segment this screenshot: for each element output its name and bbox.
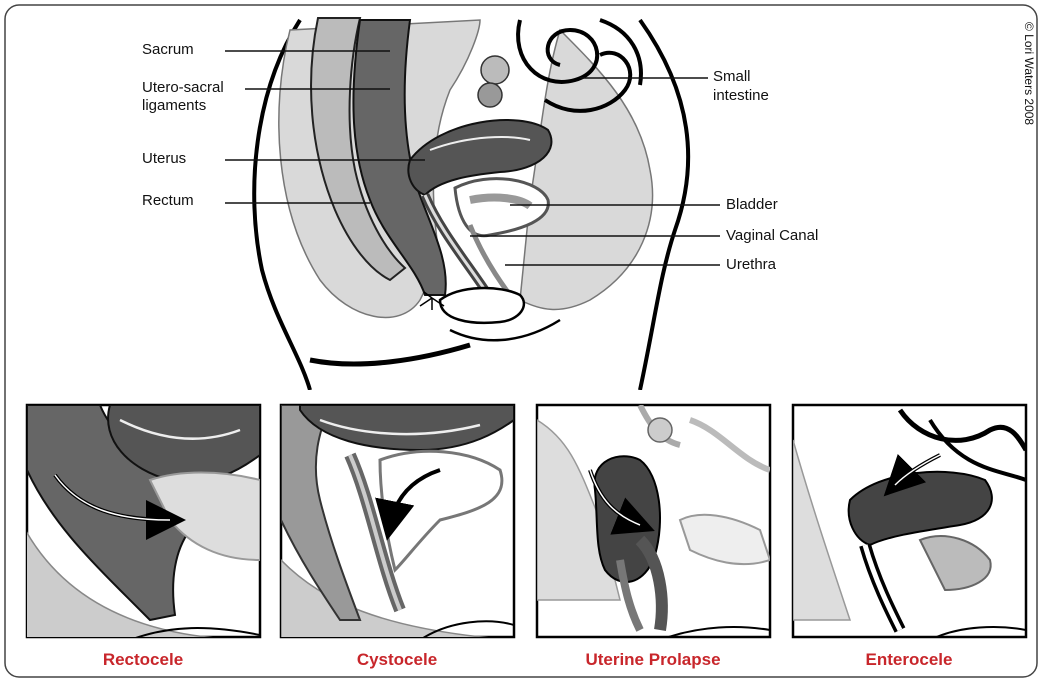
copyright-text: © Lori Waters 2008: [1022, 22, 1036, 125]
label-bladder: Bladder: [726, 196, 778, 214]
label-small-intestine-2: intestine: [713, 87, 769, 105]
label-uterus: Uterus: [142, 150, 186, 168]
label-utero-sacral-2: ligaments: [142, 97, 206, 115]
label-sacrum: Sacrum: [142, 41, 194, 59]
label-small-intestine-1: Small: [713, 68, 751, 86]
label-rectum: Rectum: [142, 192, 194, 210]
caption-cystocele: Cystocele: [267, 650, 527, 670]
panel-uterine-prolapse: [537, 405, 770, 640]
caption-enterocele: Enterocele: [779, 650, 1039, 670]
label-urethra: Urethra: [726, 256, 776, 274]
label-utero-sacral-1: Utero-sacral: [142, 79, 224, 97]
label-vaginal-canal: Vaginal Canal: [726, 227, 818, 245]
caption-uterine-prolapse: Uterine Prolapse: [523, 650, 783, 670]
caption-rectocele: Rectocele: [13, 650, 273, 670]
panel-enterocele: [793, 405, 1026, 640]
